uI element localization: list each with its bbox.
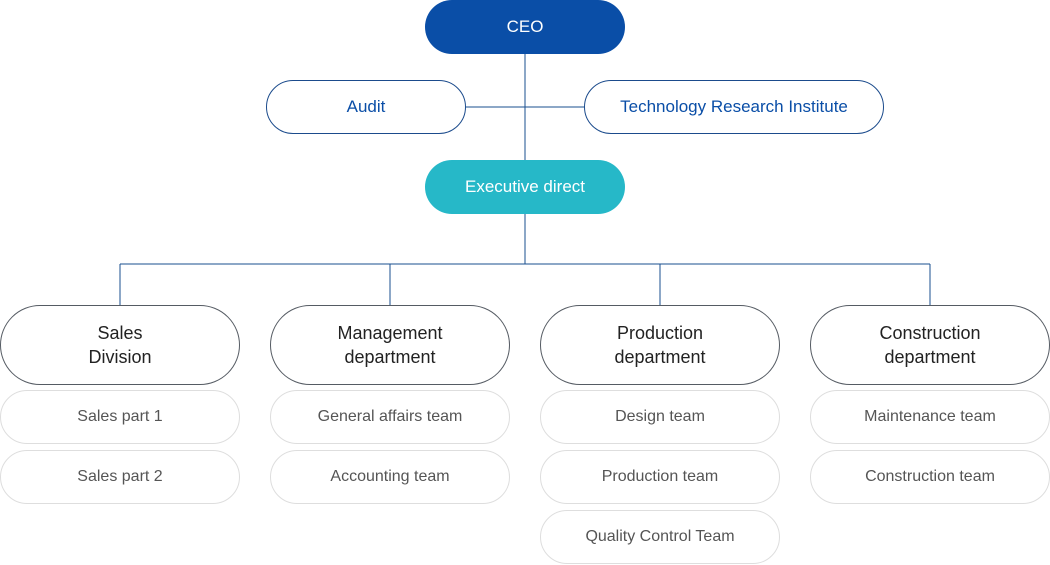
audit-node: Audit <box>266 80 466 134</box>
maintenance-team-node: Maintenance team <box>810 390 1050 444</box>
production-department-node: Production department <box>540 305 780 385</box>
technology-research-institute-node: Technology Research Institute <box>584 80 884 134</box>
management-department-node: Management department <box>270 305 510 385</box>
construction-department-node: Construction department <box>810 305 1050 385</box>
accounting-team-node: Accounting team <box>270 450 510 504</box>
construction-team-node: Construction team <box>810 450 1050 504</box>
sales-part-1-node: Sales part 1 <box>0 390 240 444</box>
sales-part-2-node: Sales part 2 <box>0 450 240 504</box>
ceo-node: CEO <box>425 0 625 54</box>
production-team-node: Production team <box>540 450 780 504</box>
design-team-node: Design team <box>540 390 780 444</box>
sales-division-node: Sales Division <box>0 305 240 385</box>
general-affairs-team-node: General affairs team <box>270 390 510 444</box>
executive-direct-node: Executive direct <box>425 160 625 214</box>
quality-control-team-node: Quality Control Team <box>540 510 780 564</box>
